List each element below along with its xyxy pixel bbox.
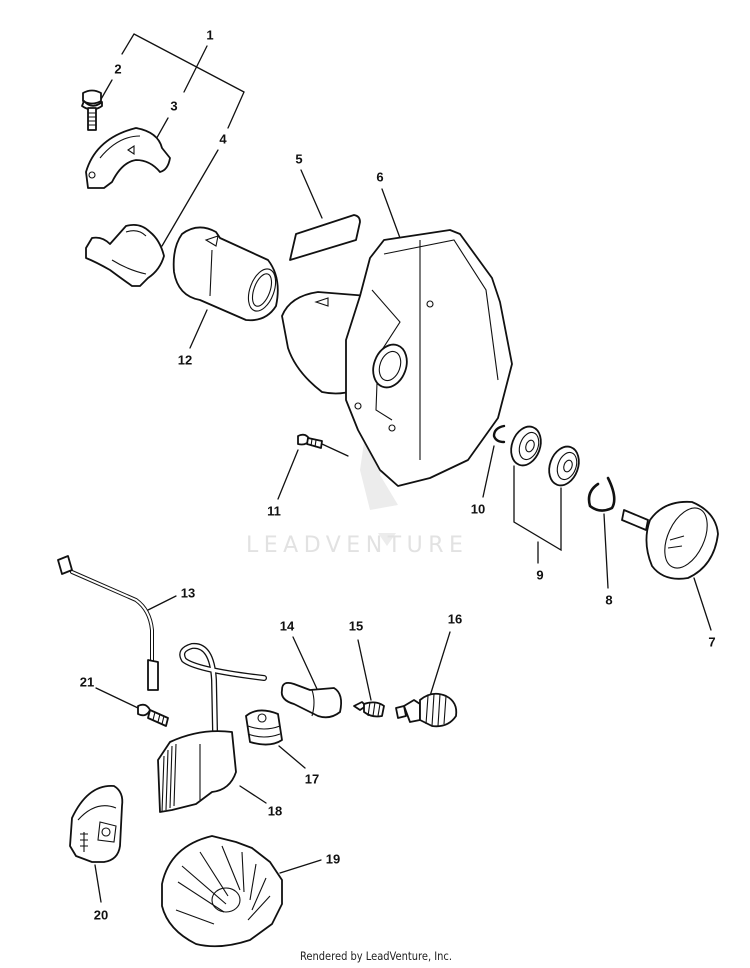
callout-20[interactable]: 20 bbox=[93, 907, 109, 923]
retaining-ring-part bbox=[492, 424, 506, 444]
coil-screw-part bbox=[137, 703, 169, 727]
callout-10[interactable]: 10 bbox=[470, 501, 486, 517]
callout-15[interactable]: 15 bbox=[348, 618, 364, 634]
lower-clamp-part bbox=[85, 223, 165, 287]
callout-8[interactable]: 8 bbox=[605, 592, 613, 608]
callout-16[interactable]: 16 bbox=[447, 611, 463, 627]
callout-1[interactable]: 1 bbox=[206, 27, 214, 43]
clutch-shoe-part bbox=[69, 785, 124, 863]
bearing-part bbox=[548, 445, 580, 487]
callout-19[interactable]: 19 bbox=[325, 851, 341, 867]
callout-12[interactable]: 12 bbox=[177, 352, 193, 368]
callout-14[interactable]: 14 bbox=[279, 618, 295, 634]
leader-lines bbox=[94, 33, 712, 903]
label-plate-part bbox=[289, 214, 361, 261]
callout-11[interactable]: 11 bbox=[267, 503, 281, 519]
snap-ring-part bbox=[587, 476, 616, 512]
flywheel-part bbox=[161, 835, 283, 948]
upper-clamp-part bbox=[85, 127, 171, 189]
shaft-sleeve-part bbox=[172, 226, 279, 322]
lead-wire-part bbox=[57, 555, 159, 691]
clutch-drum-part bbox=[621, 500, 719, 580]
screw-part bbox=[297, 433, 349, 457]
callout-3[interactable]: 3 bbox=[170, 98, 178, 114]
callout-2[interactable]: 2 bbox=[114, 61, 122, 77]
callout-21[interactable]: 21 bbox=[79, 674, 95, 690]
plug-cap-part bbox=[280, 681, 343, 719]
watermark-text: LEADVENTURE bbox=[246, 533, 469, 558]
ignition-coil-part bbox=[157, 642, 267, 813]
callout-18[interactable]: 18 bbox=[267, 803, 283, 819]
bolt-part bbox=[81, 89, 103, 131]
clutch-housing-part bbox=[281, 229, 513, 487]
callout-4[interactable]: 4 bbox=[219, 131, 227, 147]
callout-13[interactable]: 13 bbox=[180, 585, 196, 601]
callout-6[interactable]: 6 bbox=[376, 169, 384, 185]
damper-block-part bbox=[245, 709, 283, 746]
callout-7[interactable]: 7 bbox=[708, 634, 716, 650]
footer-credit: Rendered by LeadVenture, Inc. bbox=[300, 949, 453, 963]
callout-17[interactable]: 17 bbox=[304, 771, 320, 787]
bearing-part bbox=[510, 425, 542, 467]
spark-plug-part bbox=[395, 692, 458, 728]
callout-9[interactable]: 9 bbox=[536, 567, 544, 583]
spring-terminal-part bbox=[353, 701, 385, 718]
callout-5[interactable]: 5 bbox=[295, 151, 303, 167]
